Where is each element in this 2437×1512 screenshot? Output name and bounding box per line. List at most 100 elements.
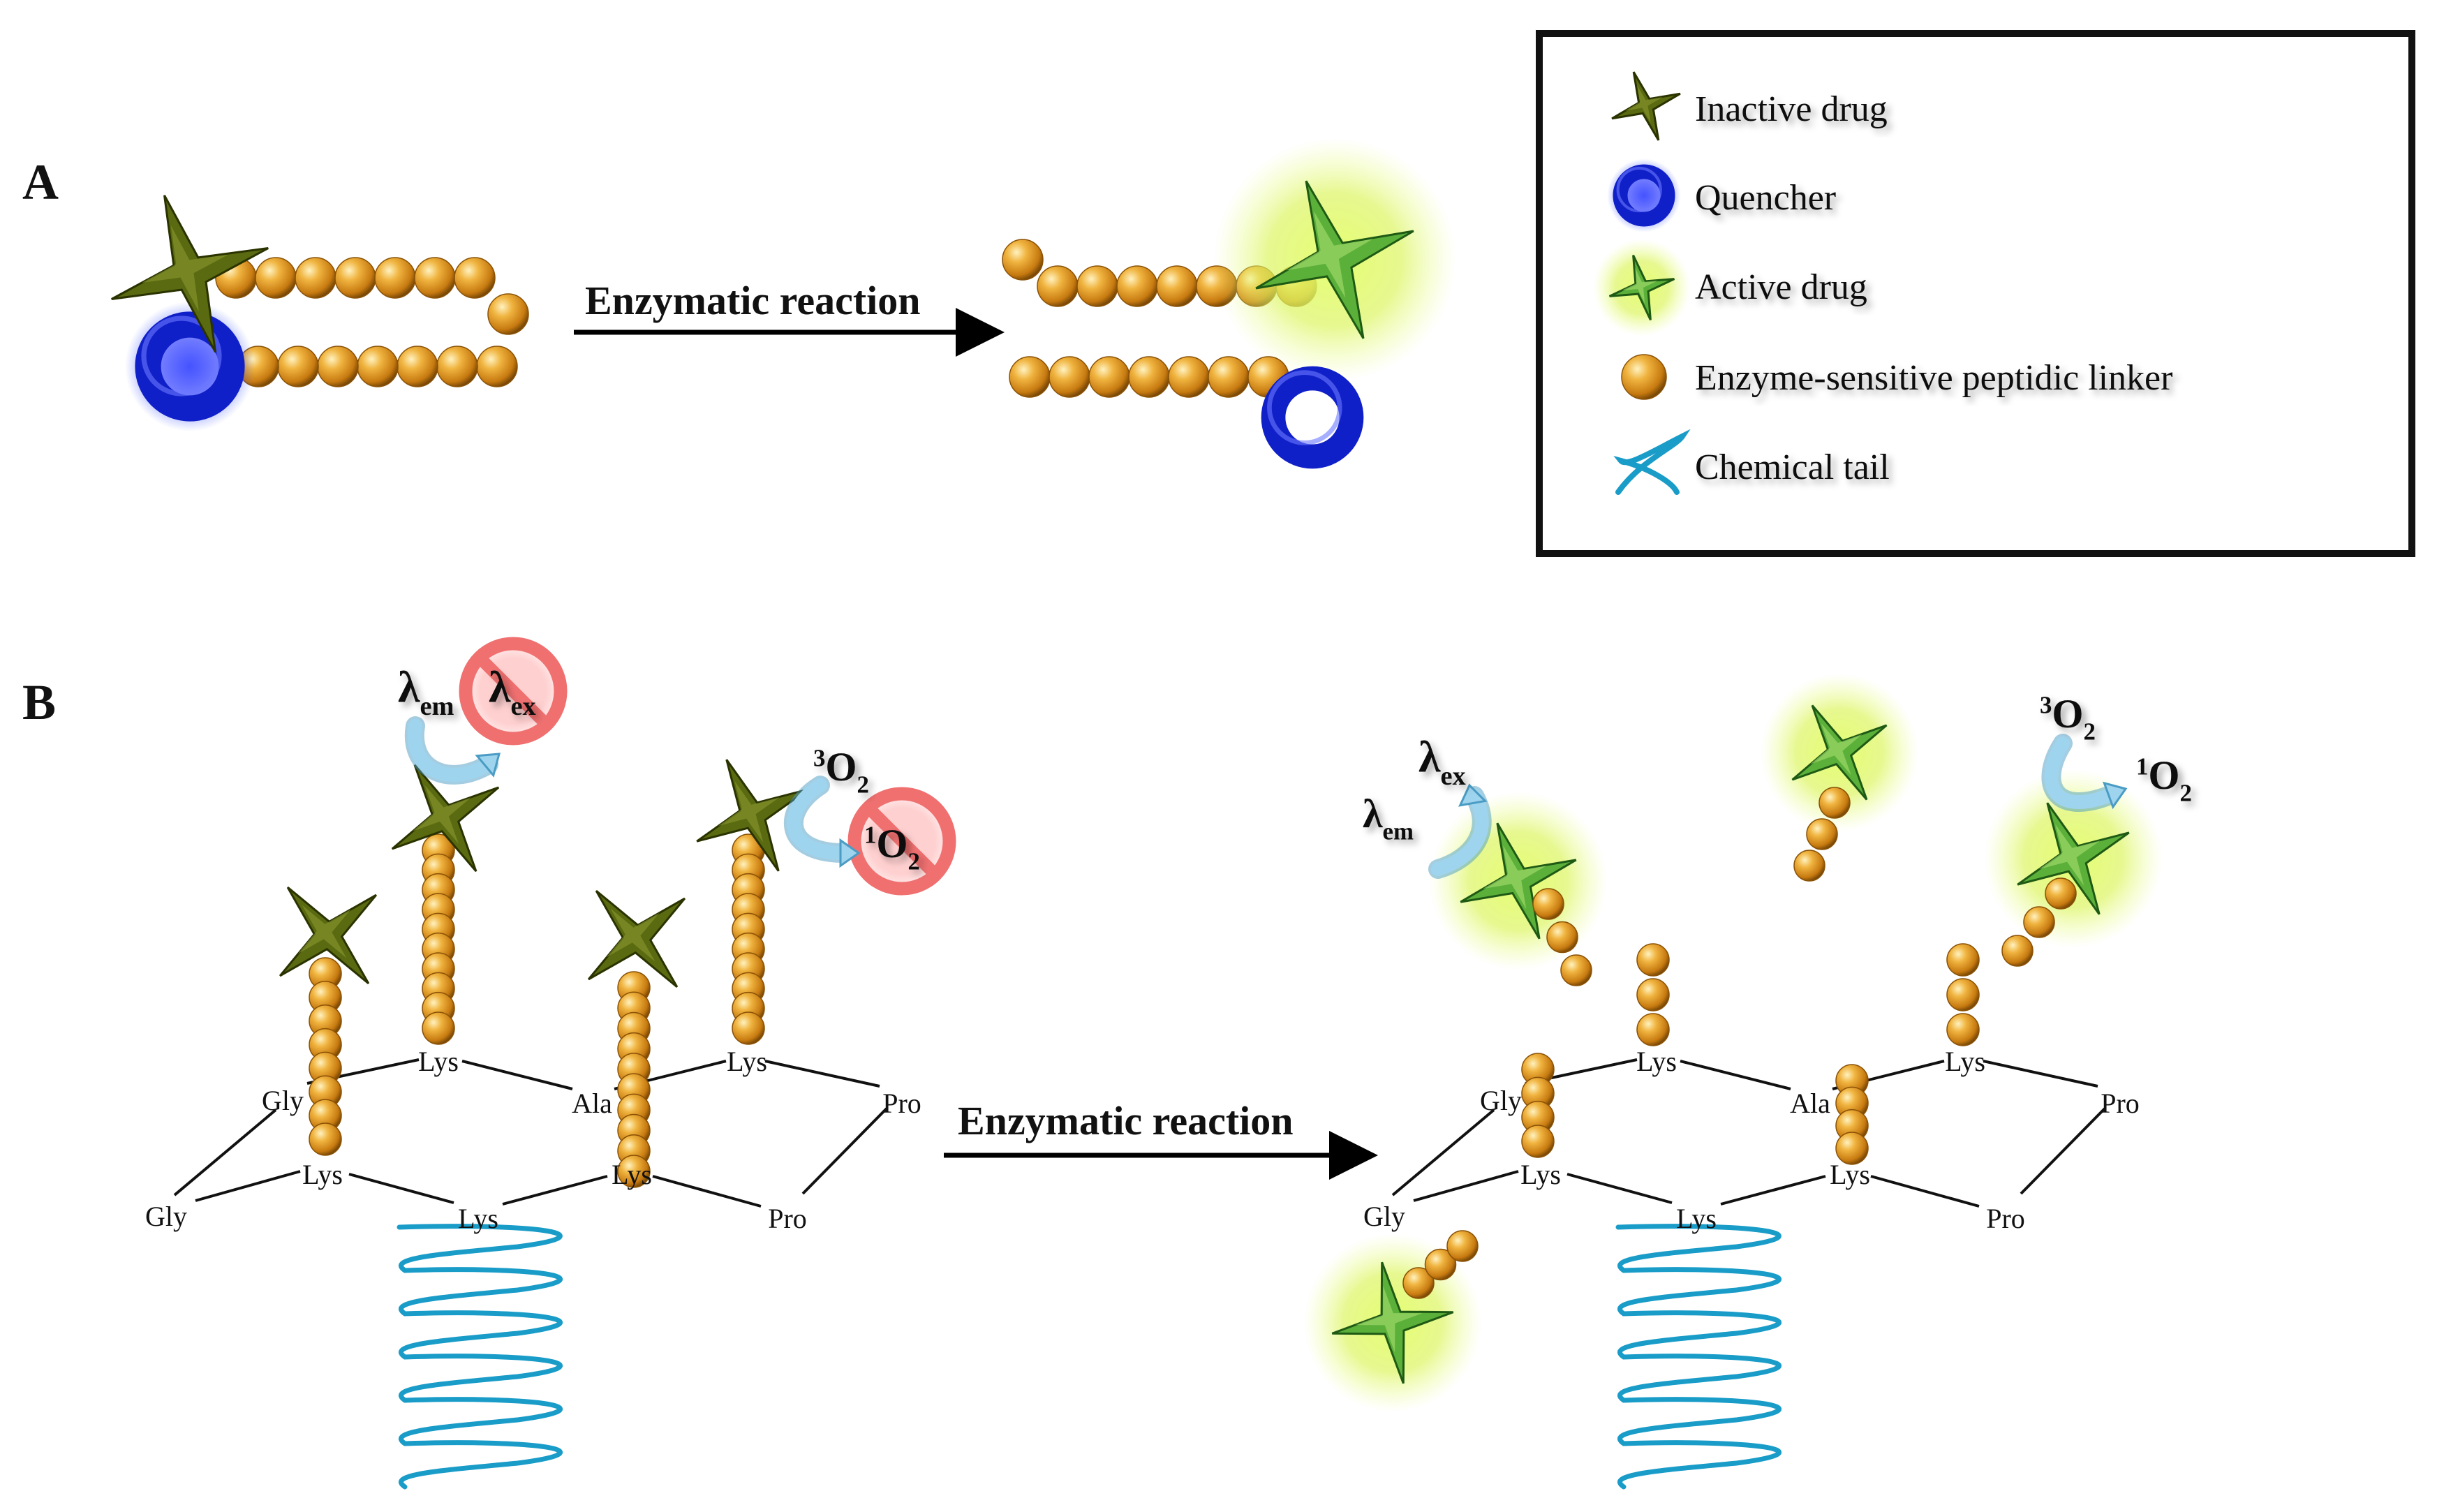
linker-bead (1037, 265, 1079, 307)
peptide-bond (195, 1170, 301, 1202)
peptide-bond (348, 1173, 454, 1204)
linker-bead (1835, 1132, 1869, 1165)
linker-bead (2045, 877, 2077, 910)
legend-active-drug-star-icon (1593, 239, 1691, 336)
linker-bead (1636, 943, 1670, 977)
linker-bead (487, 293, 529, 335)
legend-label: Chemical tail (1695, 447, 1890, 487)
label-part: 2 (857, 771, 869, 798)
linker-bead (295, 257, 336, 299)
star-highlight (718, 780, 780, 843)
residue-label: Lys (1636, 1046, 1677, 1077)
label-part: em (420, 692, 454, 721)
linker-bead (1424, 1248, 1457, 1281)
star-highlight (297, 905, 351, 958)
active-drug-star-icon (1984, 769, 2163, 948)
linker-bead (1946, 943, 1980, 977)
residue-label: Gly (145, 1201, 187, 1232)
linker-bead (1116, 265, 1158, 307)
forbidden-slash (867, 806, 937, 876)
star-highlight (2038, 824, 2101, 886)
residue-label: Lys (1520, 1159, 1561, 1190)
label-part: λ (1419, 732, 1441, 781)
objects-layer (111, 71, 2163, 1412)
linker-bead (1446, 1230, 1479, 1262)
quencher-ring (1613, 164, 1675, 227)
inactive-drug-star-icon (696, 759, 809, 872)
linker-bead (414, 257, 456, 299)
linker-bead (309, 1122, 342, 1156)
peptide-bond (502, 1175, 608, 1206)
linker-bead (1636, 1013, 1670, 1046)
linker-bead (1532, 888, 1564, 920)
linker-bead (1208, 356, 1250, 398)
label-part: 1 (864, 822, 876, 849)
legend-label: Inactive drug (1695, 89, 1888, 129)
peptide-bond (1983, 1060, 2098, 1088)
legend-label: Quencher (1695, 178, 1836, 218)
linker-bead (476, 346, 518, 387)
star-highlight (1286, 211, 1373, 298)
singlet-oxygen-label-left: 1O2 (864, 821, 920, 875)
linker-bead (454, 257, 496, 299)
triplet-oxygen-label-left: 3O2 (813, 744, 869, 798)
chemical-tail-left (397, 1224, 563, 1490)
lambda-em-label-right: λem (1363, 791, 1414, 845)
quencher-ring-icon (1261, 366, 1364, 469)
linker-bead (732, 1011, 765, 1045)
linker-bead (1128, 356, 1170, 398)
active-drug-star-icon (1429, 792, 1608, 970)
residue-label: Lys (1676, 1203, 1717, 1234)
linker-bead (1002, 239, 1044, 281)
forbidden-sign-icon (458, 636, 568, 746)
legend-label: Active drug (1695, 267, 1867, 307)
photo-arrow-head (475, 753, 501, 778)
forbidden-sign-icon (847, 786, 957, 896)
label-part: 2 (908, 847, 920, 875)
linker-bead (1168, 356, 1210, 398)
peptide-bond (1680, 1060, 1791, 1090)
legend-chemical-tail-icon (1613, 429, 1691, 495)
peptide-bond (2020, 1107, 2106, 1195)
photo-arrow-head (839, 838, 861, 868)
linker-bead (1156, 265, 1198, 307)
peptide-bond (764, 1060, 880, 1088)
label-part: 3 (813, 745, 825, 772)
linker-bead (317, 346, 359, 387)
singlet-oxygen-label-right: 1O2 (2136, 753, 2192, 806)
panel-label-b: B (22, 674, 56, 730)
quencher-highlight (1267, 370, 1342, 445)
star-highlight (1483, 845, 1547, 910)
photo-arrow-head (1458, 783, 1488, 807)
linker-bead (277, 346, 319, 387)
linker-bead (1088, 356, 1130, 398)
residue-label: Ala (572, 1088, 612, 1119)
residue-label: Pro (2101, 1088, 2140, 1119)
lambda-ex-label-right: λex (1419, 732, 1466, 791)
residue-label: Lys (418, 1046, 459, 1077)
lambda-em-label-left: λem (398, 662, 454, 721)
photo-arrow-right-fill (1431, 789, 1489, 876)
star-highlight (606, 908, 660, 962)
peptide-bond (1870, 1175, 1980, 1208)
star-highlight (1622, 267, 1658, 304)
reaction-label-a: Enzymatic reaction (585, 278, 921, 323)
linker-bead (1546, 921, 1578, 954)
peptide-bond (1720, 1175, 1826, 1206)
linker-bead (2001, 935, 2034, 967)
photo-arrow-left-fill (407, 719, 496, 782)
label-part: ex (1440, 762, 1465, 791)
linker-bead (1793, 850, 1825, 882)
label-part: 2 (2180, 779, 2192, 806)
residue-label: Lys (302, 1159, 343, 1190)
residue-label: Pro (882, 1088, 921, 1119)
inactive-drug-star-icon (279, 886, 378, 985)
peptide-bond (652, 1175, 762, 1208)
quencher-ring (135, 311, 245, 422)
star-highlight (412, 785, 471, 844)
chemical-tails-layer (397, 1224, 1782, 1490)
photo-arrow-head (2102, 781, 2128, 810)
active-drug-star-icon (1760, 673, 1919, 832)
linker-bead (1560, 954, 1592, 986)
star-highlight (142, 225, 228, 312)
